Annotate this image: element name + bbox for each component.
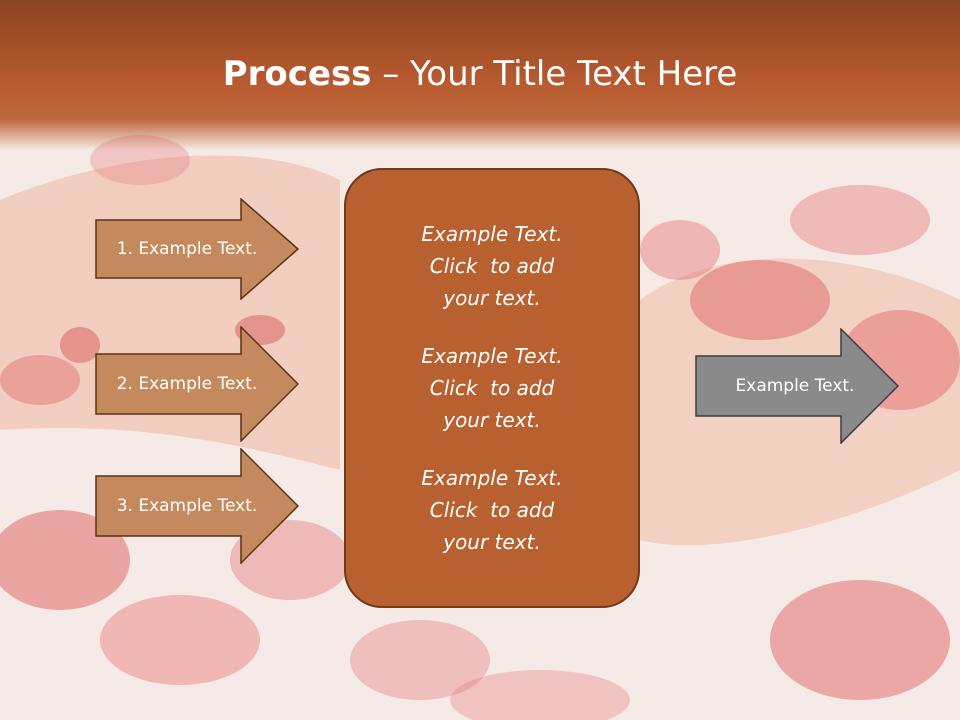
arrow-shape [695,328,899,444]
step-label: 3. Example Text. [116,496,258,516]
paragraph-line: Example Text. [421,344,563,368]
paragraph-line: your text. [443,408,541,432]
center-text-box[interactable]: Example Text. Click to add your text. Ex… [344,168,640,608]
paragraph-line: Click to add [429,376,555,400]
center-paragraph-3: Example Text. Click to add your text. [421,462,562,558]
center-paragraph-1: Example Text. Click to add your text. [421,218,562,314]
slide-title: Process – Your Title Text Here [0,52,960,96]
paragraph-line: Example Text. [421,466,563,490]
paragraph-line: Example Text. [421,222,563,246]
paragraph-line: your text. [443,286,541,310]
paragraph-line: Click to add [429,254,555,278]
title-bold: Process [222,54,372,94]
header-band [0,0,960,150]
title-rest: – Your Title Text Here [371,54,738,94]
output-label: Example Text. [735,376,855,396]
step-arrow-3[interactable]: 3. Example Text. [95,448,299,564]
arrow-shape [95,326,299,442]
arrow-shape [95,448,299,564]
arrow-shape [95,198,299,300]
step-arrow-2[interactable]: 2. Example Text. [95,326,299,442]
step-label: 2. Example Text. [116,374,258,394]
step-label: 1. Example Text. [116,239,258,259]
step-arrow-1[interactable]: 1. Example Text. [95,198,299,300]
center-paragraph-2: Example Text. Click to add your text. [421,340,562,436]
output-arrow[interactable]: Example Text. [695,328,899,444]
paragraph-line: Click to add [429,498,555,522]
paragraph-line: your text. [443,530,541,554]
